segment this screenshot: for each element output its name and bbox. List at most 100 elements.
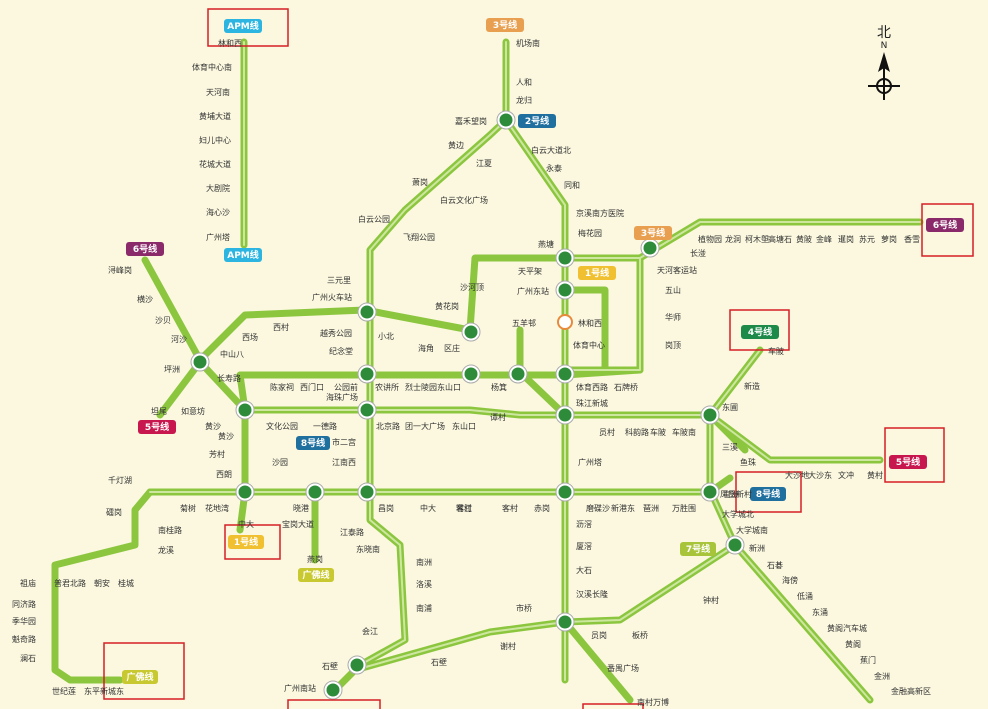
station-label[interactable]: 香雪 [904, 234, 920, 244]
interchange-huangsha[interactable] [235, 400, 255, 420]
station-label[interactable]: 沙贝 [155, 316, 171, 325]
station-label[interactable]: 华师 [665, 312, 681, 322]
station-label[interactable]: 员岗 [591, 631, 607, 640]
station-label[interactable]: 大学城北 [722, 509, 754, 519]
station-label[interactable]: 天河南 [206, 87, 230, 97]
station-label[interactable]: 磨碟沙 [586, 503, 610, 513]
station-label[interactable]: 小北 [378, 332, 394, 341]
badge-line5-left[interactable]: 5号线 [138, 420, 176, 434]
station-label[interactable]: 长寿路 [217, 373, 241, 383]
station-label[interactable]: 广州南站 [284, 683, 316, 693]
station-label[interactable]: 祖庙 [20, 578, 36, 588]
interchange-dongshankou[interactable] [461, 364, 481, 384]
station-label[interactable]: 机场南 [516, 38, 540, 48]
interchange-kecun[interactable] [555, 482, 575, 502]
station-label[interactable]: 琶洲 [643, 504, 659, 513]
station-label[interactable]: 如意坊 [181, 406, 205, 416]
interchange-zhujiangxincheng[interactable] [555, 405, 575, 425]
station-label[interactable]: 人和 [516, 78, 532, 87]
interchange-linhexi[interactable] [557, 314, 573, 330]
station-label[interactable]: 宝岗大道 [282, 519, 314, 529]
station-label[interactable]: 蕉门 [860, 655, 876, 665]
badge-line7[interactable]: 7号线 [680, 542, 716, 556]
station-label[interactable]: 萝岗 [881, 234, 897, 244]
station-label[interactable]: 东涌 [812, 607, 828, 617]
station-label[interactable]: 三溪 [722, 442, 738, 452]
station-label[interactable]: 南洲 [416, 557, 432, 567]
interchange-shayuan[interactable] [305, 482, 325, 502]
station-label[interactable]: 新城东 [100, 686, 124, 696]
station-label[interactable]: 体育中心南 [192, 62, 232, 72]
station-label[interactable]: 南浦 [416, 603, 432, 613]
station-label[interactable]: 广州塔 [206, 232, 230, 242]
badge-guangfo-mid[interactable]: 广佛线 [298, 568, 334, 582]
station-label[interactable]: 板桥 [632, 630, 648, 640]
station-label[interactable]: 大剧院 [206, 183, 230, 193]
station-label[interactable]: 五山 [665, 285, 681, 295]
station-label[interactable]: 东晓南 [356, 544, 380, 554]
station-label[interactable]: 西朗 [216, 469, 232, 479]
station-label[interactable]: 纪念堂 [329, 346, 353, 356]
station-label[interactable]: 金峰 [816, 234, 832, 244]
badge-line6-left[interactable]: 6号线 [126, 242, 164, 256]
station-label[interactable]: 石碁 [767, 560, 783, 570]
interchange-guangzhoudongzhan[interactable] [555, 280, 575, 300]
station-label[interactable]: 沥滘 [576, 520, 592, 529]
station-label[interactable]: 黄沙 [218, 431, 234, 441]
station-label[interactable]: 杨箕 [491, 382, 507, 392]
station-label[interactable]: 昌岗 [378, 504, 394, 513]
interchange-kengkou[interactable] [235, 482, 255, 502]
interchange-daxuechengnan[interactable] [725, 535, 745, 555]
station-label[interactable]: 北京路 [376, 421, 400, 431]
station-label[interactable]: 永泰 [546, 163, 562, 173]
station-label[interactable]: 飞翔公园 [403, 232, 435, 242]
station-label[interactable]: 燕岗 [307, 554, 323, 564]
station-label[interactable]: 西门口 [300, 382, 324, 392]
station-label[interactable]: 澜石 [20, 654, 36, 663]
station-label[interactable]: 金洲 [874, 671, 890, 681]
station-label[interactable]: 坪洲 [164, 365, 180, 374]
station-label[interactable]: 南村万博 [637, 697, 669, 707]
interchange-tanwei[interactable] [190, 352, 210, 372]
station-label[interactable]: 一德路 [313, 421, 337, 431]
station-label[interactable]: 鹭江 [456, 503, 472, 513]
station-label[interactable]: 万胜围 [672, 503, 696, 513]
badge-line3-mid[interactable]: 3号线 [634, 226, 672, 240]
station-label[interactable]: 梅花园 [578, 228, 602, 238]
station-label[interactable]: 江泰路 [340, 527, 364, 537]
station-label[interactable]: 赤岗 [534, 504, 550, 513]
station-label[interactable]: 黄埔大道 [199, 111, 231, 121]
station-label[interactable]: 中山八 [220, 349, 244, 359]
station-label[interactable]: 花地湾 [205, 503, 229, 513]
station-label[interactable]: 黄沙 [205, 421, 221, 431]
station-label[interactable]: 车陂 [650, 427, 666, 437]
station-label[interactable]: 萧岗 [412, 177, 428, 187]
station-label[interactable]: 谢村 [500, 641, 516, 651]
station-label[interactable]: 会江 [362, 626, 378, 636]
station-label[interactable]: 林和西 [218, 38, 242, 48]
badge-line1-bottom[interactable]: 1号线 [228, 535, 264, 549]
badge-line4[interactable]: 4号线 [741, 325, 779, 339]
station-label[interactable]: 浔峰岗 [108, 265, 132, 275]
station-label[interactable]: 石牌桥 [614, 382, 638, 392]
station-label[interactable]: 季华园 [12, 616, 36, 626]
interchange-chebeinan[interactable] [700, 405, 720, 425]
interchange-jiahewanggang[interactable] [496, 110, 516, 130]
station-label[interactable]: 钟村 [703, 595, 719, 605]
station-label[interactable]: 黄阁 [845, 639, 861, 649]
station-label[interactable]: 洛溪 [416, 579, 432, 589]
interchange-yantang[interactable] [555, 248, 575, 268]
station-label[interactable]: 海傍 [782, 575, 798, 585]
station-label[interactable]: 沙河顶 [460, 282, 484, 292]
interchange-guangzhouhuochezhan[interactable] [357, 302, 377, 322]
station-label[interactable]: 魁奇路 [12, 634, 36, 644]
station-label[interactable]: 低涌 [797, 591, 813, 601]
station-label[interactable]: 沙园 [272, 458, 288, 467]
station-label[interactable]: 龙洞 [725, 234, 741, 244]
interchange-changgang[interactable] [357, 482, 377, 502]
station-label[interactable]: 白云大道北 [531, 145, 571, 155]
station-label[interactable]: 礌岗 [106, 508, 122, 517]
station-label[interactable]: 花城大道 [199, 159, 231, 169]
station-label[interactable]: 市桥 [516, 603, 532, 613]
station-label[interactable]: 体育中心 [573, 340, 605, 350]
